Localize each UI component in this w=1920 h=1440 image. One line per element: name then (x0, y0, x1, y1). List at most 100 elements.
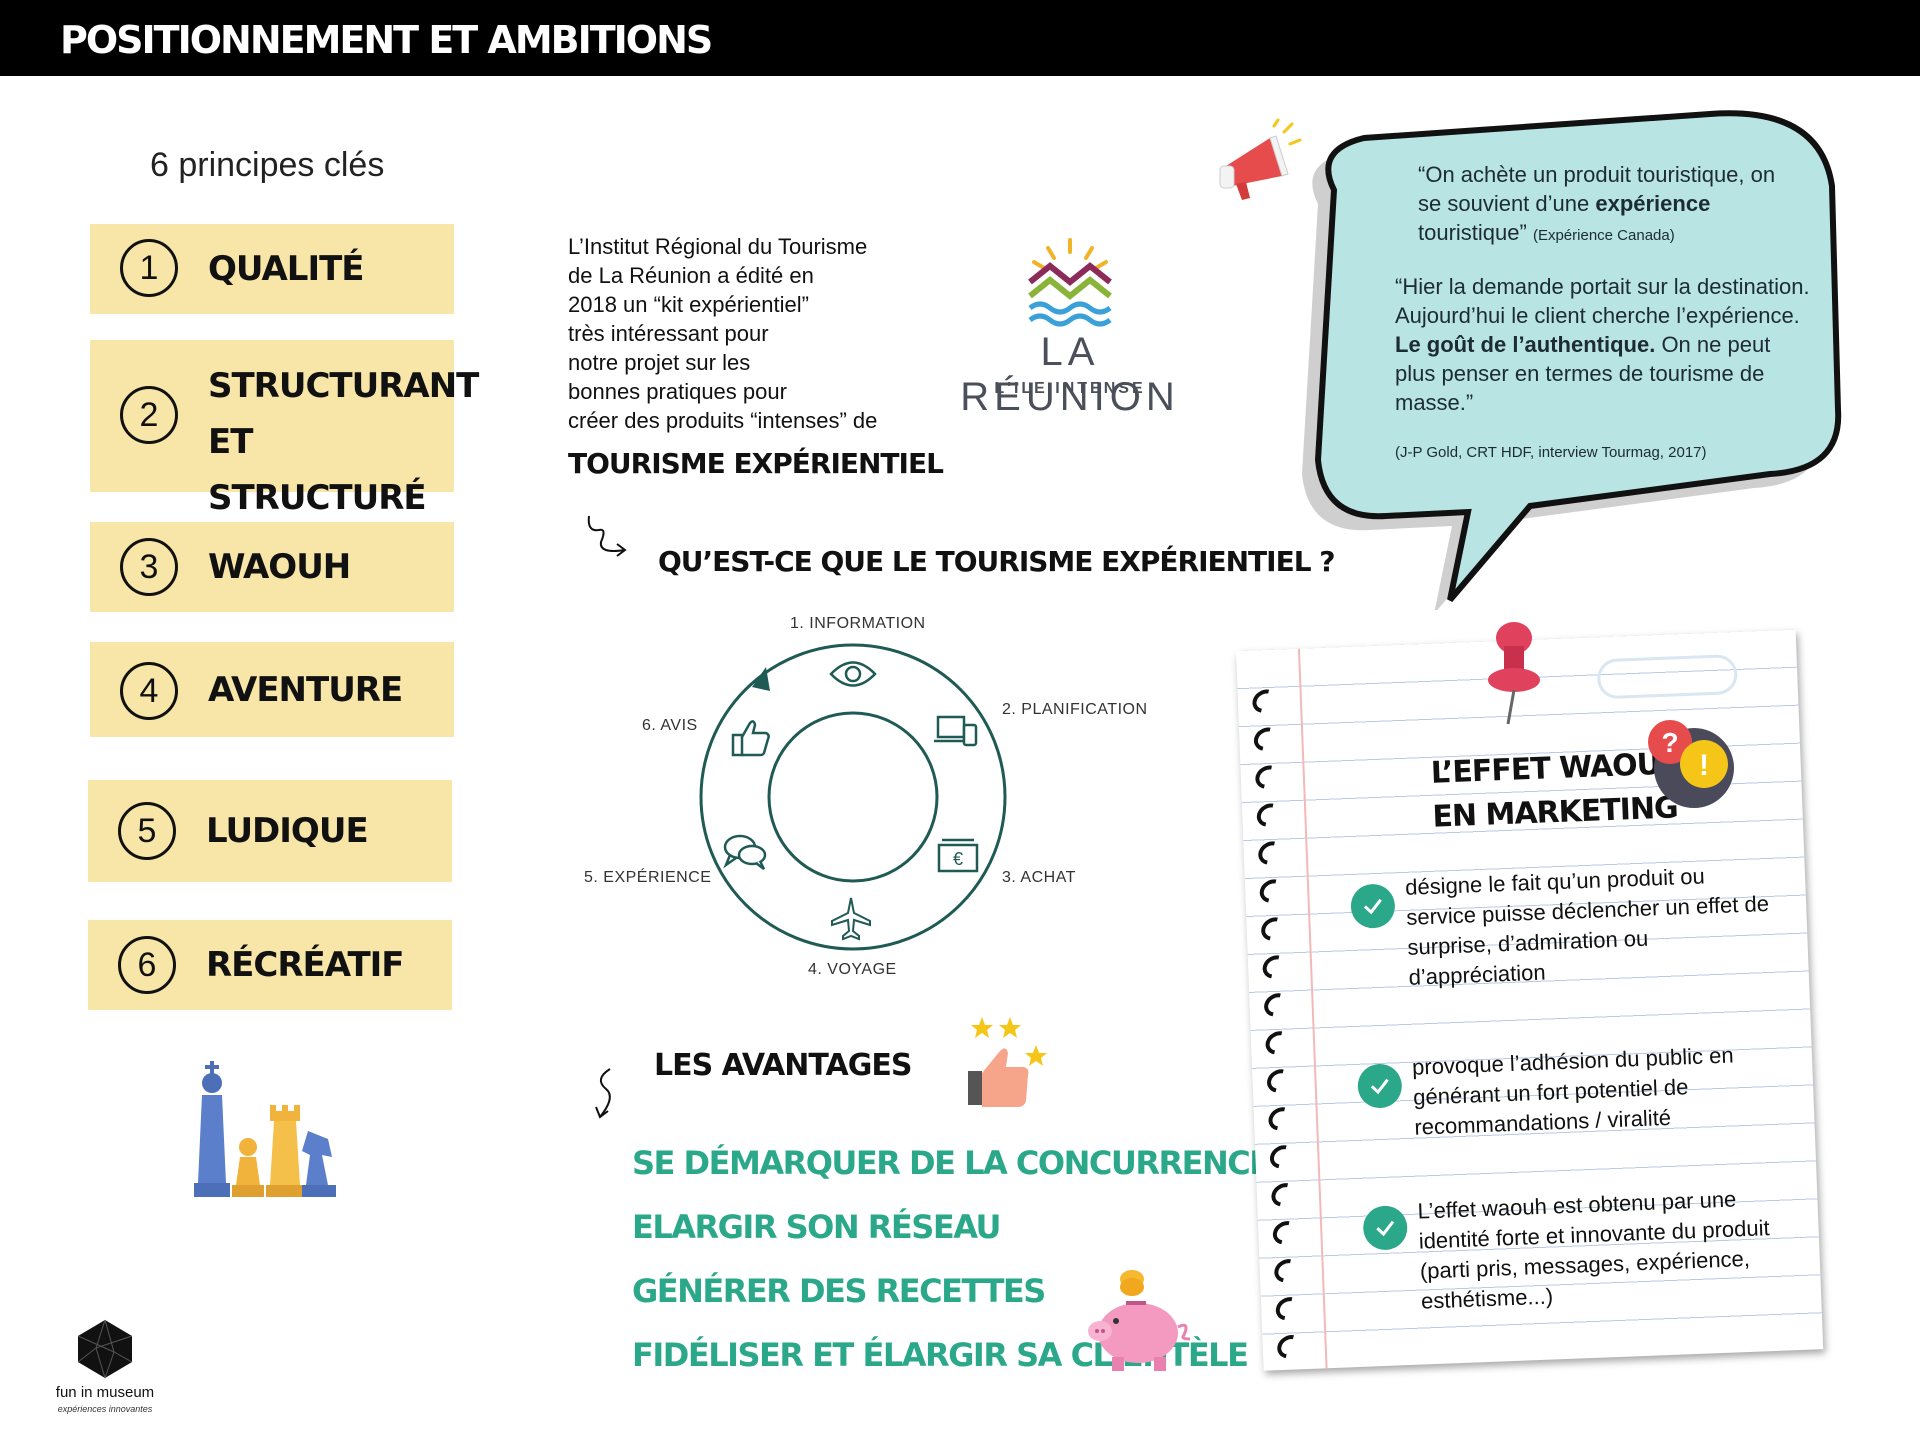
quote-jp-gold: “Hier la demande portait sur la destinat… (1395, 272, 1810, 417)
intro-highlight: TOURISME EXPÉRIENTIEL (568, 447, 944, 480)
spiral-ring (1249, 722, 1284, 756)
spiral-ring (1248, 684, 1282, 718)
quote2-text: “Hier la demande portait sur la destinat… (1395, 274, 1810, 328)
check-icon (1356, 1063, 1403, 1109)
spiral-ring (1269, 1254, 1304, 1287)
principle-number: 3 (120, 538, 178, 596)
notebook-page: L’EFFET WAOUH EN MARKETING désigne le fa… (1236, 629, 1824, 1380)
spiral-ring (1255, 874, 1290, 908)
principle-label-line2: ET STRUCTURÉ (208, 422, 427, 518)
principle-number: 4 (120, 662, 178, 720)
svg-text:€: € (953, 849, 963, 869)
push-pin-icon (1488, 622, 1540, 725)
cycle-step-achat: 3. ACHAT (1002, 869, 1076, 886)
thumbs-up-icon (731, 720, 770, 757)
principle-card-5: 5 LUDIQUE (88, 780, 452, 882)
quote2-bold: Le goût de l’authentique. (1395, 332, 1656, 357)
principle-label: WAOUH (208, 547, 351, 587)
reunion-tagline: L'ILE INTENSE (994, 380, 1146, 397)
principle-number: 1 (120, 239, 178, 297)
cycle-step-voyage: 4. VOYAGE (808, 961, 897, 978)
airplane-icon (831, 897, 871, 941)
note-item-2: provoque l’adhésion du public en généran… (1411, 1042, 1735, 1140)
brand-name: fun in museum (55, 1384, 155, 1401)
cycle-step-experience: 5. EXPÉRIENCE (584, 869, 712, 886)
notebook-paper: L’EFFET WAOUH EN MARKETING désigne le fa… (1236, 629, 1824, 1371)
quote1-text-end: touristique” (1418, 220, 1527, 245)
curved-arrow-down-icon (595, 1068, 611, 1119)
chat-bubbles-icon (723, 834, 767, 870)
spiral-ring (1272, 1330, 1307, 1363)
principle-card-3: 3 WAOUH (90, 522, 454, 612)
sun-mountains-icon (1028, 238, 1112, 327)
header-bar: POSITIONNEMENT ET AMBITIONS (0, 0, 1920, 76)
check-icon (1350, 883, 1396, 929)
speech-bubble (1302, 110, 1842, 610)
experience-cycle-diagram: € 1. INFORMATION 2. PLANIFICATION 3. ACH… (570, 605, 1170, 985)
page-title: POSITIONNEMENT ET AMBITIONS (60, 18, 713, 62)
principle-number: 5 (118, 802, 176, 860)
reunion-logo: LA RÉUNION L'ILE INTENSE (940, 230, 1200, 419)
chess-pieces-icon (194, 1061, 336, 1197)
quote2-text-end: On ne peut plus penser en termes de tour… (1395, 332, 1771, 415)
spiral-ring (1267, 1178, 1301, 1212)
spiral-ring (1259, 988, 1294, 1022)
question-heading: QU’EST-CE QUE LE TOURISME EXPÉRIENTIEL ? (658, 545, 1336, 578)
principles-title: 6 principes clés (150, 146, 385, 184)
intro-paragraph: L’Institut Régional du Tourisme de La Ré… (568, 234, 878, 433)
spiral-ring (1252, 798, 1287, 832)
cycle-step-avis: 6. AVIS (642, 717, 698, 734)
megaphone-icon (1219, 118, 1302, 200)
svg-text:?: ? (1661, 727, 1678, 758)
note-item-3: L’effet waouh est obtenu par une identit… (1417, 1186, 1771, 1314)
principle-card-6: 6 RÉCRÉATIF (88, 920, 452, 1010)
principle-label: QUALITÉ (208, 249, 365, 289)
principle-label: RÉCRÉATIF (206, 945, 405, 985)
quote2-source: (J-P Gold, CRT HDF, interview Tourmag, 2… (1395, 444, 1707, 461)
spiral-ring (1265, 1140, 1300, 1174)
principle-card-4: 4 AVENTURE (90, 642, 454, 737)
note-item-1: désigne le fait qu’un produit ou service… (1404, 863, 1770, 990)
avantage-item-2: ELARGIR SON RÉSEAU (632, 1208, 1001, 1246)
principle-number: 2 (120, 386, 178, 444)
cycle-rings (699, 643, 1007, 951)
quote1-bold: expérience (1595, 191, 1711, 216)
principle-label-line1: STRUCTURANT (208, 366, 479, 406)
principle-label: AVENTURE (208, 670, 403, 710)
cycle-step-information: 1. INFORMATION (790, 615, 926, 632)
avantage-item-1: SE DÉMARQUER DE LA CONCURRENCE (632, 1144, 1271, 1182)
spiral-ring (1261, 1026, 1295, 1060)
principle-card-1: 1 QUALITÉ (90, 224, 454, 314)
spiral-ring (1268, 1216, 1303, 1249)
reunion-name: LA RÉUNION (960, 330, 1180, 419)
euro-wallet-icon: € (937, 838, 979, 873)
quote-experience-canada: “On achète un produit touristique, on se… (1418, 160, 1798, 250)
brand-tagline: expériences innovantes (57, 1404, 153, 1414)
piggy-bank-icon (1088, 1270, 1191, 1371)
check-icon (1362, 1205, 1409, 1251)
question-exclamation-icon: ? ! (1648, 720, 1734, 808)
brand-star-icon (77, 1319, 133, 1379)
spiral-ring (1264, 1102, 1298, 1136)
spiral-ring (1256, 912, 1291, 946)
cycle-step-planification: 2. PLANIFICATION (1002, 701, 1148, 718)
avantages-title: LES AVANTAGES (654, 1048, 912, 1083)
spiral-ring (1250, 760, 1285, 794)
eye-icon (829, 661, 877, 687)
avantage-item-3: GÉNÉRER DES RECETTES (632, 1272, 1046, 1310)
principle-card-2: 2 STRUCTURANT ET STRUCTURÉ (90, 340, 479, 518)
svg-text:!: ! (1699, 749, 1709, 782)
margin-line (1297, 648, 1328, 1369)
principle-label: LUDIQUE (206, 811, 369, 851)
spiral-ring (1271, 1292, 1306, 1325)
spiral-ring (1262, 1064, 1297, 1098)
curved-arrow-icon (587, 515, 627, 557)
brand-logo: fun in museum expériences innovantes (40, 1318, 170, 1418)
tape-strip (1596, 654, 1739, 700)
spiral-ring (1253, 836, 1288, 870)
quote1-text: “On achète un produit touristique, on se… (1418, 162, 1776, 216)
quote1-source: (Expérience Canada) (1532, 227, 1675, 244)
principle-number: 6 (118, 936, 176, 994)
thumbs-up-stars-icon (968, 1017, 1047, 1107)
spiral-ring (1258, 950, 1293, 984)
